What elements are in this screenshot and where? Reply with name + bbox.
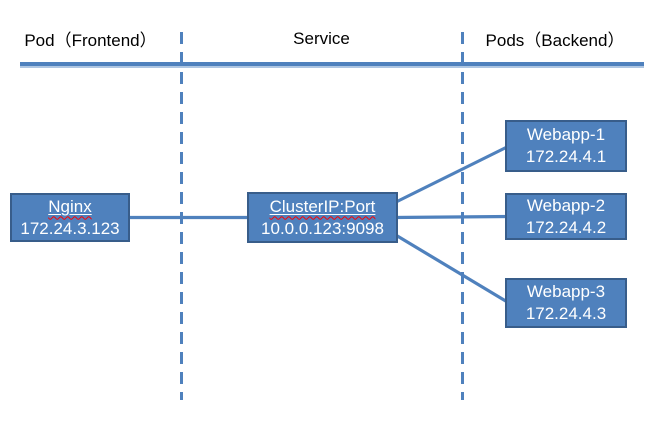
node-webapp-3: Webapp-3 172.24.4.3 bbox=[505, 278, 627, 328]
node-clusterip-title: ClusterIP:Port bbox=[269, 196, 376, 216]
column-header-service: Service bbox=[293, 29, 350, 48]
node-webapp-2: Webapp-2 172.24.4.2 bbox=[505, 193, 627, 240]
header-rule-line bbox=[20, 62, 644, 68]
column-header-pods-backend: Pods（Backend） bbox=[485, 31, 625, 50]
connector-clusterip-webapp1 bbox=[393, 144, 510, 205]
node-webapp-3-ip: 172.24.4.3 bbox=[525, 304, 607, 323]
node-webapp-3-title: Webapp-3 bbox=[526, 282, 606, 301]
node-webapp-2-title: Webapp-2 bbox=[526, 195, 606, 215]
node-nginx-ip: 172.24.3.123 bbox=[20, 218, 120, 238]
node-webapp-1-title: Webapp-1 bbox=[526, 125, 606, 144]
node-nginx: Nginx 172.24.3.123 bbox=[10, 193, 130, 242]
column-header-pod-frontend: Pod（Frontend） bbox=[24, 31, 157, 50]
connector-clusterip-webapp3 bbox=[393, 232, 510, 305]
node-webapp-1-ip: 172.24.4.1 bbox=[525, 147, 607, 166]
node-clusterip: ClusterIP:Port 10.0.0.123:9098 bbox=[247, 192, 398, 243]
node-nginx-title: Nginx bbox=[48, 196, 92, 216]
connector-clusterip-webapp2 bbox=[393, 214, 510, 220]
node-webapp-2-ip: 172.24.4.2 bbox=[525, 217, 607, 237]
node-clusterip-ip: 10.0.0.123:9098 bbox=[261, 218, 384, 238]
node-webapp-1: Webapp-1 172.24.4.1 bbox=[505, 120, 627, 172]
